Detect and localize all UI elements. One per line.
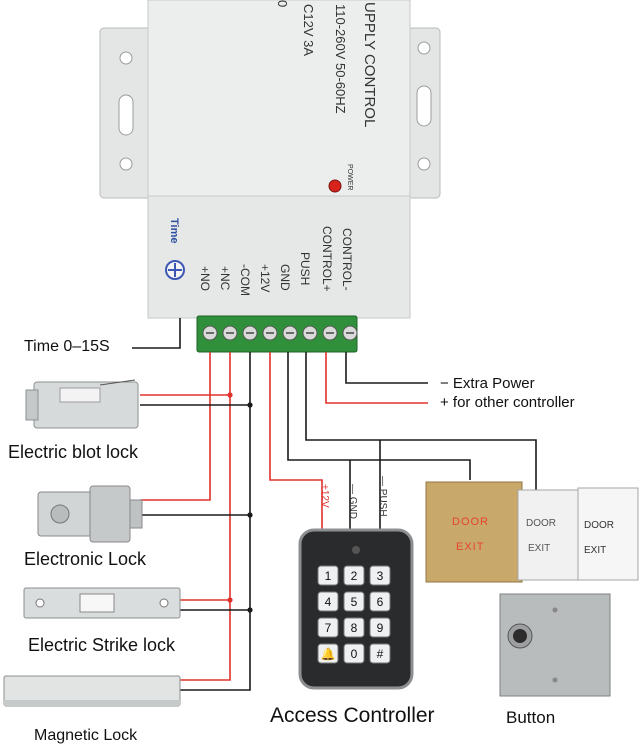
access-controller-keypad: 1 2 3 4 5 6 7 8 9 🔔 0 # — [298, 528, 414, 690]
keypad-key-label: 5 — [351, 595, 358, 609]
terminal-label-control-minus: CONTROL- — [340, 228, 354, 291]
magnetic-lock-image — [3, 675, 181, 707]
keypad-key-label: 🔔 — [321, 647, 336, 661]
power-supply-spec-fragment: 0 — [275, 0, 290, 8]
terminal-label-control-plus: CONTROL+ — [320, 226, 334, 292]
keypad-key-label: 0 — [351, 647, 358, 661]
keypad-key-label: # — [377, 647, 384, 661]
magnetic-lock-label: Magnetic Lock — [34, 727, 138, 744]
terminal-label-gnd: GND — [278, 264, 292, 291]
keypad-key-label: 6 — [377, 595, 384, 609]
time-range-label: Time 0–15S — [24, 338, 110, 355]
keypad-wire-12v-label: +12V — [319, 484, 330, 508]
keypad-key-label: 1 — [325, 569, 332, 583]
keypad-key-label: 2 — [351, 569, 358, 583]
electric-bolt-lock-image — [25, 379, 139, 429]
keypad-key[interactable] — [343, 591, 365, 612]
terminal-label-nc: +NC — [218, 266, 232, 291]
keypad-key-label: 7 — [325, 621, 332, 635]
time-label: Time — [168, 218, 180, 244]
terminal-block — [196, 315, 358, 353]
gold-exit-exit-text: EXIT — [456, 541, 485, 553]
keypad-key[interactable] — [343, 565, 365, 586]
exit-button-white-2 — [577, 487, 639, 581]
white-exit-exit-text: EXIT — [528, 543, 551, 554]
electric-strike-lock-image — [23, 587, 181, 619]
keypad-key[interactable] — [317, 565, 339, 586]
power-led — [328, 179, 342, 193]
exit-button-gold — [425, 481, 523, 583]
keypad-wire-gnd-label: — GND — [347, 484, 358, 519]
terminal-label-no: +NO — [198, 266, 212, 292]
keypad-key[interactable] — [317, 591, 339, 612]
power-led-label: POWER — [346, 164, 353, 191]
keypad-key-label: 3 — [377, 569, 384, 583]
access-controller-label: Access Controller — [270, 704, 435, 727]
keypad-key-label: 9 — [377, 621, 384, 635]
electronic-lock-label: Electronic Lock — [24, 549, 147, 569]
wire-junction-dots — [227, 392, 253, 613]
keypad-wire-push-label: — PUSH — [377, 476, 388, 517]
power-supply-input-spec: 110-260V 50-60HZ — [333, 4, 348, 114]
terminal-label-12v: +12V — [258, 264, 272, 293]
keypad-key[interactable] — [369, 565, 391, 586]
white2-exit-exit-text: EXIT — [584, 545, 607, 556]
bolt-lock-label: Electric blot lock — [8, 442, 139, 462]
exit-button-white-1 — [517, 489, 583, 581]
power-supply-unit — [99, 0, 441, 319]
white2-exit-door-text: DOOR — [584, 520, 614, 531]
electronic-lock-image — [37, 485, 143, 543]
keypad-key[interactable] — [369, 591, 391, 612]
extra-power-label: − Extra Power — [440, 375, 535, 392]
terminal-label-push: PUSH — [298, 252, 312, 286]
keypad-key[interactable] — [343, 617, 365, 638]
power-supply-title: UPPLY CONTROL — [361, 2, 378, 128]
button-label: Button — [506, 708, 556, 727]
keypad-key[interactable] — [317, 617, 339, 638]
keypad-key[interactable] — [317, 643, 339, 664]
terminal-label-com: -COM — [238, 264, 252, 296]
strike-lock-label: Electric Strike lock — [28, 635, 176, 655]
white-exit-door-text: DOOR — [526, 518, 556, 529]
keypad-key[interactable] — [369, 617, 391, 638]
keypad-key[interactable] — [343, 643, 365, 664]
keypad-key-label: 4 — [325, 595, 332, 609]
gold-exit-door-text: DOOR — [452, 516, 489, 528]
push-button-image — [499, 593, 611, 697]
power-supply-output-spec: C12V 3A — [301, 4, 316, 57]
keypad-key[interactable] — [369, 643, 391, 664]
other-controller-label: + for other controller — [440, 394, 575, 411]
keypad-key-label: 8 — [351, 621, 358, 635]
